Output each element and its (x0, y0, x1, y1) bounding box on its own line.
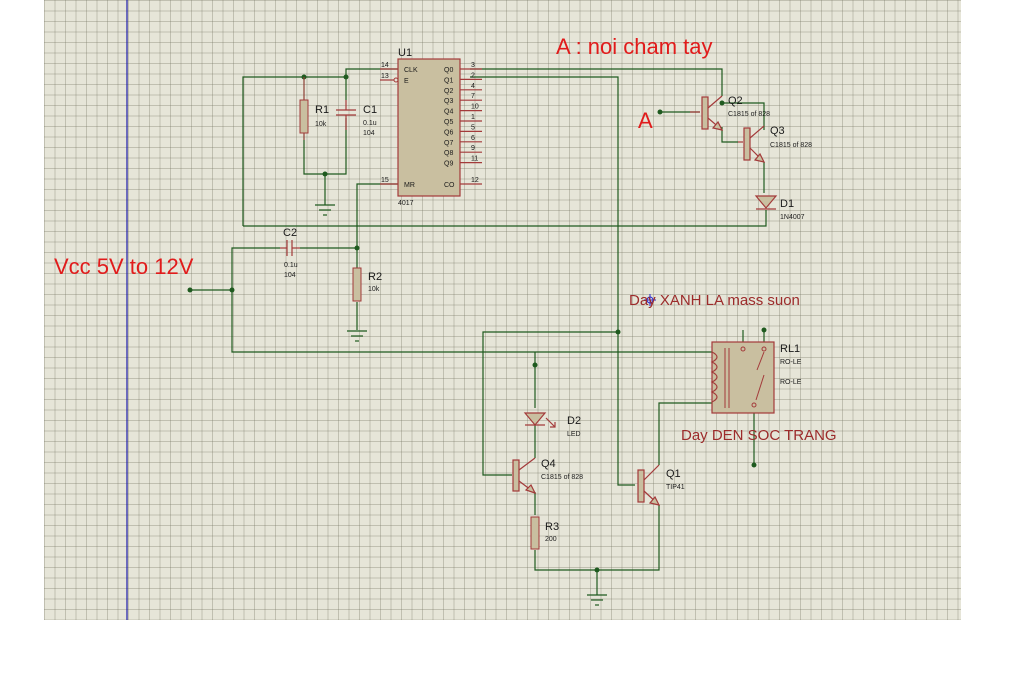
junctions (187, 74, 767, 573)
r2-value: 10k (368, 286, 380, 293)
d1-diode[interactable]: D1 1N4007 (754, 195, 805, 221)
wire-q2-q3-collector (722, 102, 765, 130)
annotation-touch-point: A : noi cham tay (556, 34, 713, 59)
c1-ref: C1 (363, 104, 377, 116)
wire-q0 (470, 68, 723, 96)
u1-pin-num: 3 (471, 62, 475, 69)
wire-c2-left (231, 247, 280, 290)
c1-capacitor[interactable]: C1 0.1u 104 (336, 100, 377, 137)
q4-ref: Q4 (541, 458, 556, 470)
u1-pin-num: 10 (471, 104, 479, 111)
c1-value: 0.1u (363, 120, 377, 127)
u1-pin-name: Q5 (444, 119, 453, 126)
r1-value: 10k (315, 121, 327, 128)
wire-vcc (190, 289, 712, 353)
u1-pin-num: 13 (381, 73, 389, 80)
wire-q4-base (482, 331, 618, 476)
ground-symbols (315, 204, 607, 606)
annotation-touch-label: A (638, 108, 653, 133)
r3-ref: R3 (545, 521, 559, 533)
u1-pin-name: MR (404, 182, 415, 189)
u1-ref: U1 (398, 47, 412, 59)
u1-pin-num: 9 (471, 145, 475, 152)
u1-pin-num: 12 (471, 177, 479, 184)
r1-ref: R1 (315, 104, 329, 116)
u1-pin-name: Q8 (444, 150, 453, 157)
q2-value: C1815 of 828 (728, 111, 770, 118)
c2-capacitor[interactable]: C2 0.1u 104 (280, 227, 300, 279)
wire-rc-top (242, 76, 346, 226)
d2-value: LED (567, 431, 581, 438)
wire-c2-right (300, 247, 358, 268)
annotation-yellow-wire: Day DEN SOC TRANG (681, 427, 837, 444)
q1-value: TIP41 (666, 484, 685, 491)
u1-pin-name: Q7 (444, 140, 453, 147)
u1-pin-num: 2 (471, 72, 475, 79)
u1-pin-name: Q3 (444, 98, 453, 105)
u1-pin-num: 11 (471, 156, 478, 163)
q2-ref: Q2 (728, 95, 743, 107)
u1-pin-name: Q0 (444, 67, 453, 74)
u1-ic[interactable]: U1 4017 14 13 15 CLK E MR Q03Q12Q24Q37Q4… (380, 47, 482, 207)
u1-pin-name: CLK (404, 67, 418, 74)
r2-ref: R2 (368, 271, 382, 283)
c1-code: 104 (363, 130, 375, 137)
r3-resistor[interactable]: R3 200 (530, 516, 559, 550)
u1-pin-num: 4 (471, 83, 475, 90)
wires (190, 68, 767, 595)
q1-transistor[interactable]: Q1 TIP41 (637, 464, 685, 506)
u1-pin-name: Q4 (444, 109, 453, 116)
wire-q1-out (470, 76, 635, 486)
wire-clk (345, 68, 398, 77)
d1-value: 1N4007 (780, 214, 805, 221)
r3-value: 200 (545, 536, 557, 543)
u1-pin-name: Q9 (444, 161, 453, 168)
r1-resistor[interactable]: R1 10k (299, 77, 329, 140)
rl1-value1: RO-LE (780, 359, 802, 366)
u1-pin-num: 7 (471, 93, 475, 100)
rl1-relay[interactable]: RL1 RO-LE RO-LE (710, 341, 802, 414)
u1-pin-num: 5 (471, 124, 475, 131)
q3-ref: Q3 (770, 125, 785, 137)
q4-transistor[interactable]: Q4 C1815 of 828 (512, 457, 583, 495)
wire-mr (356, 183, 398, 248)
d1-ref: D1 (780, 198, 794, 210)
annotation-green-wire: Day XANH LA mass suon (629, 292, 800, 309)
u1-value: 4017 (398, 200, 414, 207)
q3-transistor[interactable]: Q3 C1815 of 828 (738, 125, 812, 163)
u1-pin-name: Q2 (444, 88, 453, 95)
crosshair-cursor-icon (644, 294, 656, 306)
d2-led[interactable]: D2 LED (523, 412, 581, 438)
rl1-value2: RO-LE (780, 379, 802, 386)
c2-ref: C2 (283, 227, 297, 239)
q1-ref: Q1 (666, 468, 681, 480)
d2-ref: D2 (567, 415, 581, 427)
r2-resistor[interactable]: R2 10k (352, 267, 382, 302)
u1-pin-num: 1 (471, 114, 475, 121)
u1-pin-name: Q6 (444, 129, 453, 136)
wire-d1-return (243, 210, 767, 227)
c2-value: 0.1u (284, 262, 298, 269)
wire-relay-q1 (658, 402, 712, 465)
u1-pin-name: CO (444, 182, 455, 189)
q4-value: C1815 of 828 (541, 474, 583, 481)
u1-pin-name: Q1 (444, 77, 453, 84)
q2-transistor[interactable]: Q2 C1815 of 828 (690, 95, 770, 131)
u1-pin-num: 6 (471, 135, 475, 142)
wire-q2-emitter (721, 127, 738, 143)
c2-code: 104 (284, 272, 296, 279)
annotation-vcc: Vcc 5V to 12V (54, 254, 194, 279)
u1-pin-num: 14 (381, 62, 389, 69)
u1-pin-num: 15 (381, 177, 389, 184)
schematic-canvas[interactable] (44, 0, 961, 620)
rl1-ref: RL1 (780, 343, 800, 355)
q3-value: C1815 of 828 (770, 142, 812, 149)
u1-pin-name: E (404, 78, 409, 85)
